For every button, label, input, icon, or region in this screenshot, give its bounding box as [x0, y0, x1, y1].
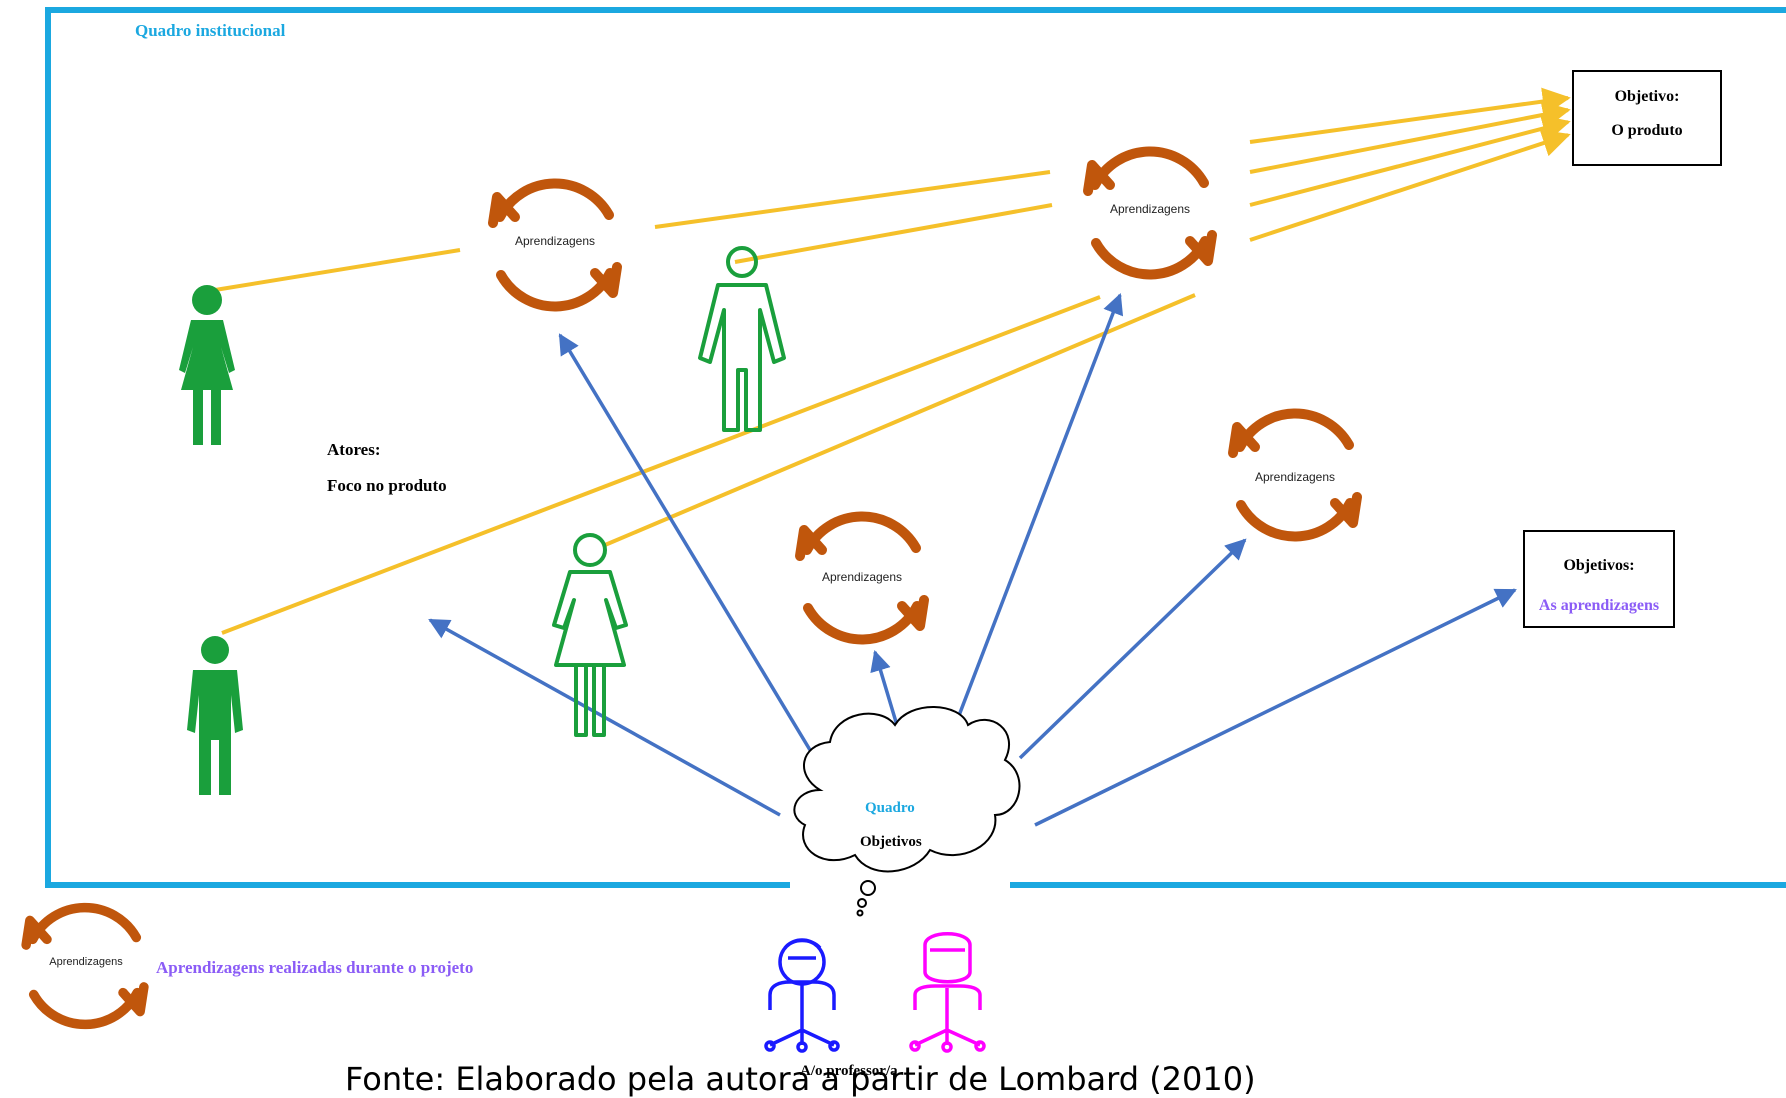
- learning-arrows: [428, 293, 1517, 827]
- cloud-subtitle: Objetivos: [860, 834, 922, 850]
- objectives-cloud: [793, 706, 1021, 917]
- cycle-label-3: Aprendizagens: [1254, 470, 1336, 484]
- frame-border: [45, 7, 1786, 888]
- actors-note: Atores: Foco no produto: [327, 432, 447, 504]
- objective-learning-box: Objetivos: As aprendizagens: [1523, 530, 1675, 628]
- objective-product-value: O produto: [1611, 122, 1683, 139]
- actor-man-solid: [187, 636, 243, 795]
- actors-focus: Foco no produto: [327, 476, 447, 495]
- actors-title: Atores:: [327, 440, 381, 459]
- product-arrows: [214, 87, 1571, 635]
- frame-title: Quadro institucional: [135, 21, 286, 40]
- objective-product-title: Objetivo:: [1614, 88, 1680, 105]
- teacher-icon-blue: [764, 938, 840, 1053]
- actor-woman-outline: [552, 533, 628, 737]
- cycle-label-2: Aprendizagens: [1109, 202, 1191, 216]
- actor-woman-solid: [179, 285, 235, 445]
- cloud-title: Quadro: [865, 800, 915, 816]
- legend-text: Aprendizagens realizadas durante o proje…: [156, 958, 474, 977]
- objective-product-box: Objetivo: O produto: [1572, 70, 1722, 166]
- cycle-label-4: Aprendizagens: [821, 570, 903, 584]
- actor-man-outline: [698, 246, 786, 432]
- objective-learning-value: As aprendizagens: [1538, 597, 1660, 614]
- teacher-label: A/o professor/a: [800, 1063, 898, 1079]
- teacher-icon-pink: [909, 932, 986, 1053]
- cycle-label-1: Aprendizagens: [514, 234, 596, 248]
- legend-cycle-label: Aprendizagens: [49, 956, 123, 968]
- objective-learning-title: Objetivos:: [1563, 557, 1635, 574]
